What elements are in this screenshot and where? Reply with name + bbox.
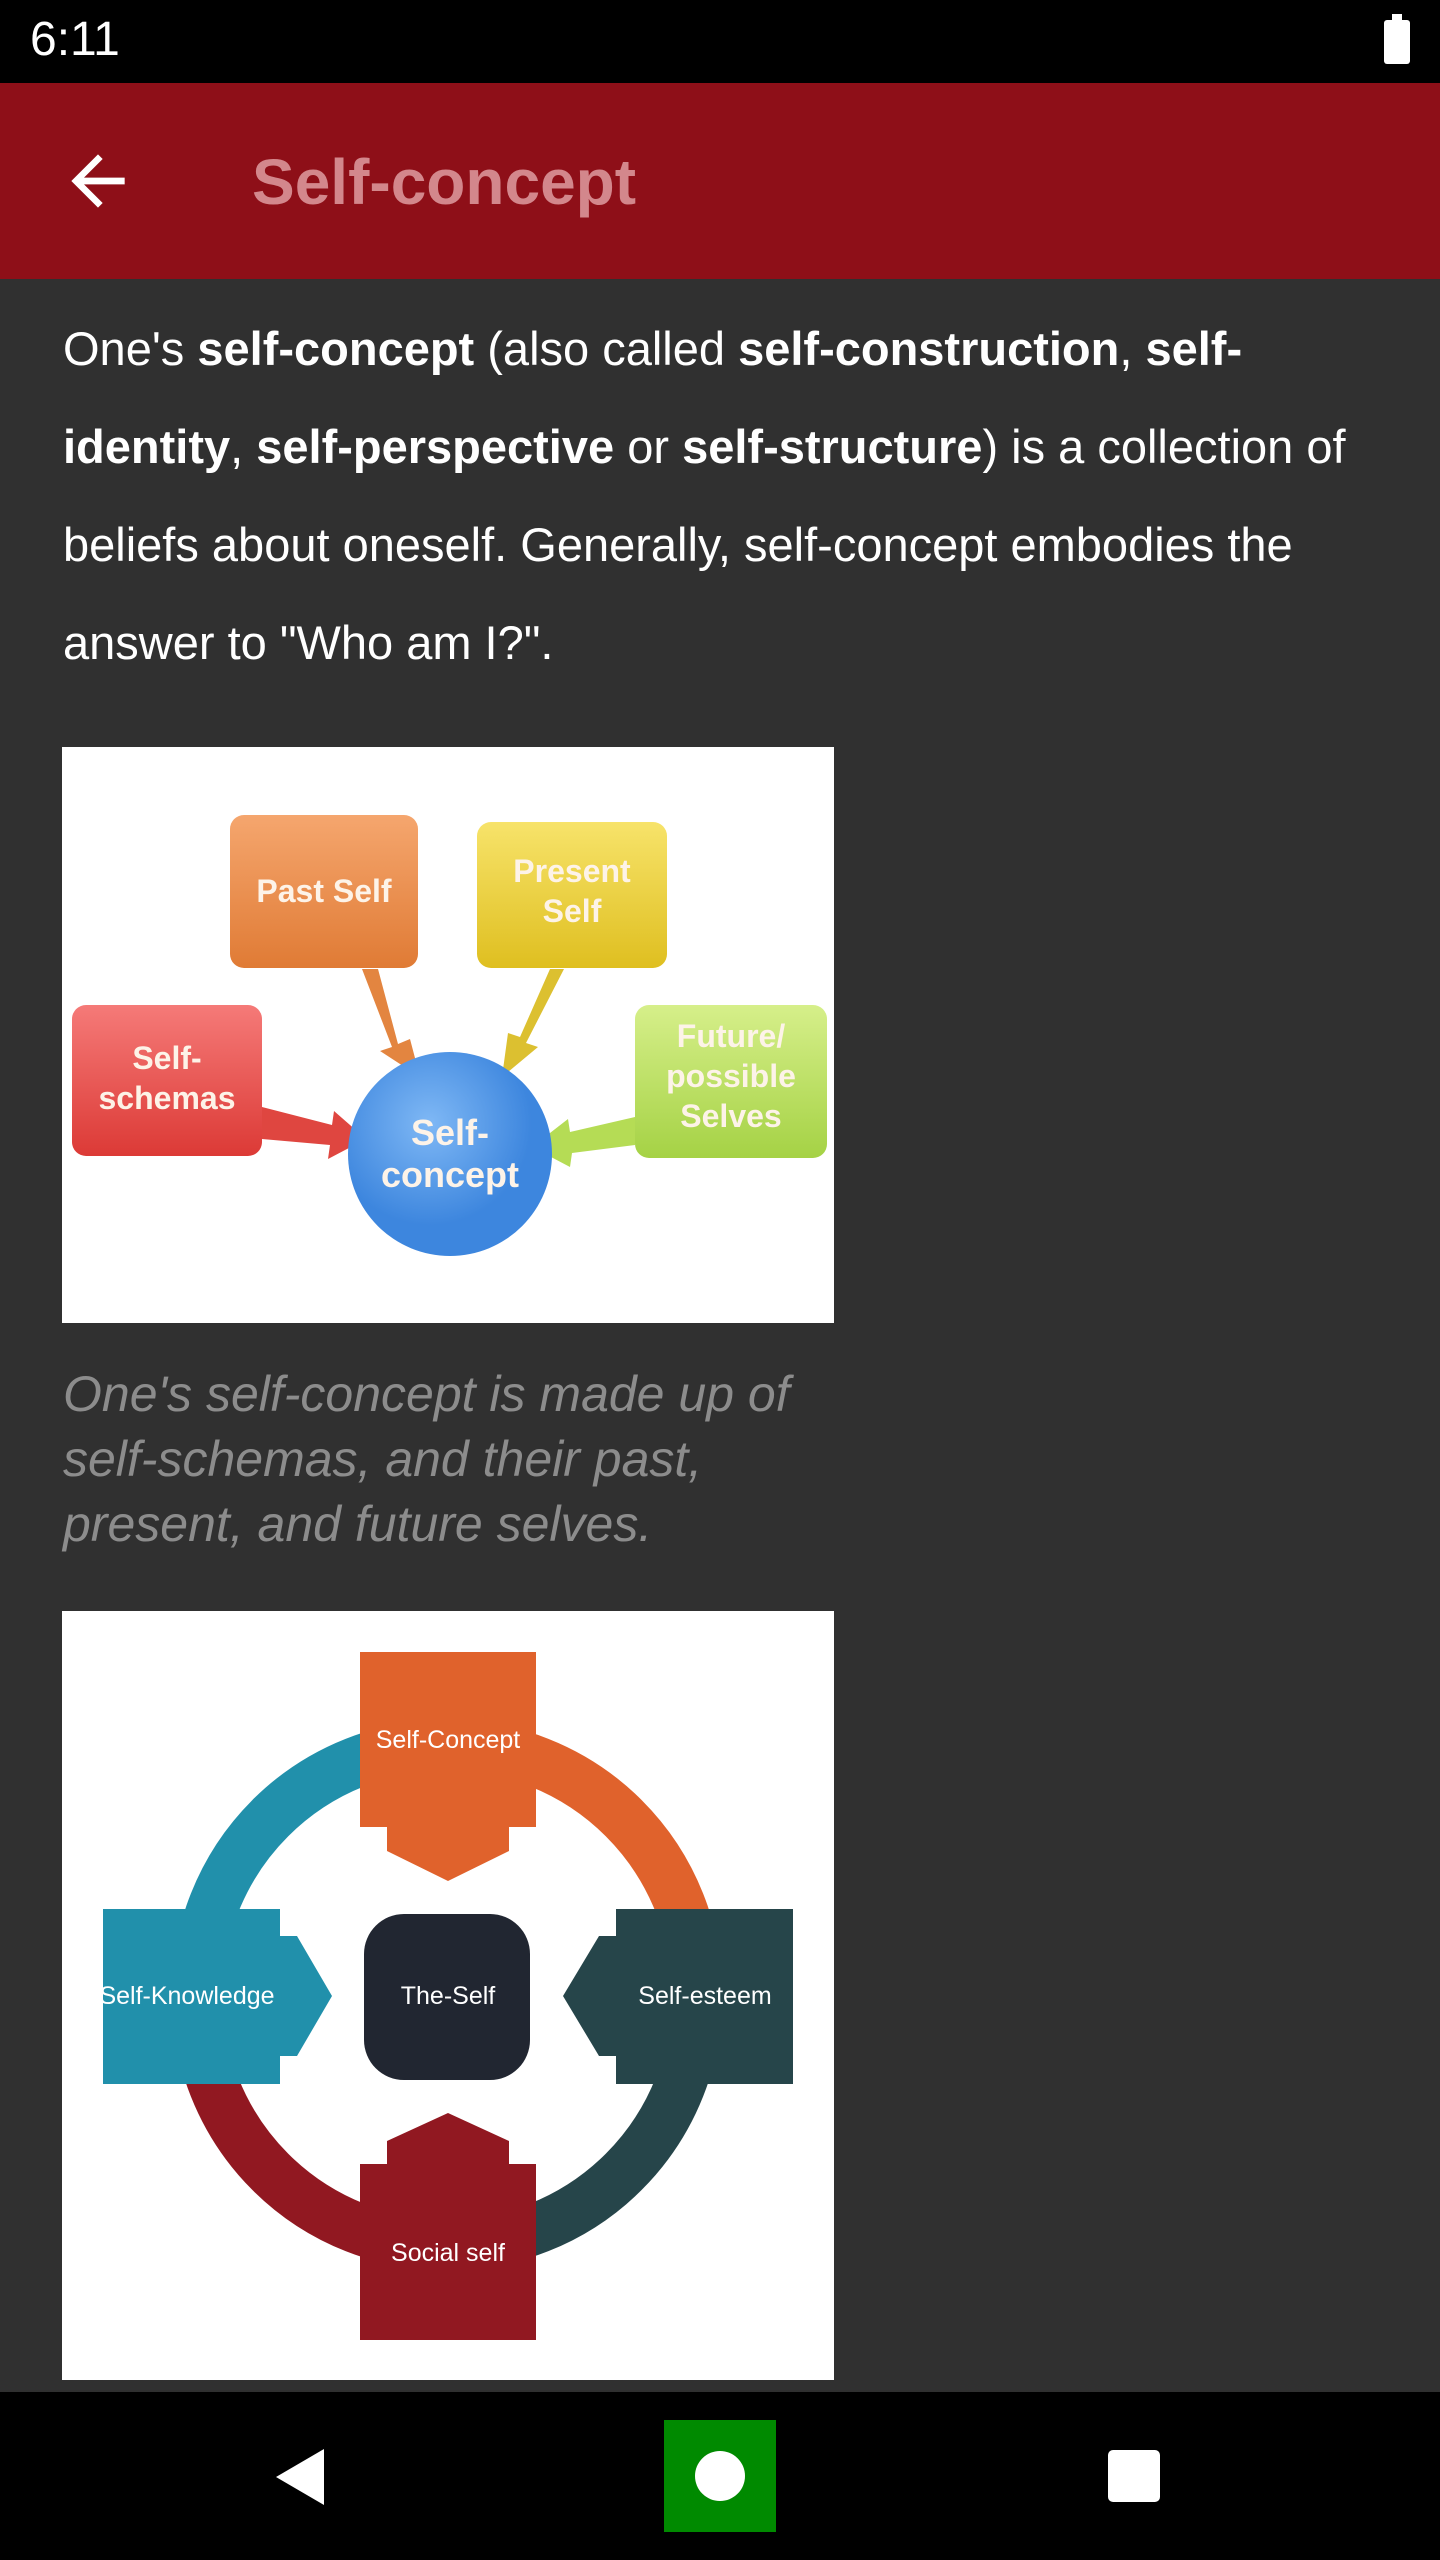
article-body: One's self-concept (also called self-con… (63, 300, 1393, 692)
self-concept-circle (348, 1052, 552, 1256)
the-self-box (364, 1914, 530, 2080)
app-bar: Self-concept (0, 83, 1440, 279)
self-concept-diagram-image: Past Self Present Self Self- schemas Fut… (62, 747, 834, 1323)
text-run: , (1119, 322, 1146, 375)
arrow-left-icon[interactable] (58, 141, 138, 221)
figure-caption: One's self-concept is made up of self-sc… (63, 1366, 790, 1552)
bold-term: self-construction (738, 322, 1120, 375)
label-self-concept: Self-Concept (376, 1726, 521, 1754)
label-schemas-2: schemas (99, 1080, 236, 1116)
bold-term: self-perspective (256, 420, 615, 473)
arrow-past (362, 969, 420, 1077)
status-bar: 6:11 (0, 0, 1440, 83)
arrow-present (502, 969, 564, 1077)
label-social-self: Social self (391, 2239, 505, 2267)
page-title: Self-concept (252, 146, 637, 218)
label-schemas-1: Self- (132, 1040, 201, 1076)
arrow-schemas (262, 1107, 366, 1159)
label-center-1: Self- (411, 1112, 489, 1153)
triangle-back-icon[interactable] (272, 2447, 328, 2507)
future-selves-box (635, 1005, 827, 1158)
text-run: ) is a collection of beliefs about onese… (63, 420, 1346, 669)
label-center-2: concept (381, 1154, 519, 1195)
bold-term: self-identity (63, 322, 1243, 473)
label-future-2: possible (666, 1058, 796, 1094)
square-recents-icon[interactable] (1108, 2450, 1160, 2502)
text-run: , (230, 420, 257, 473)
self-concept-box (360, 1652, 536, 1881)
text-run: One's (63, 322, 198, 375)
label-future-1: Future/ (677, 1018, 786, 1054)
social-self-box (360, 2113, 536, 2340)
text-run: or (614, 420, 683, 473)
self-knowledge-box (103, 1909, 332, 2084)
arrow-future (532, 1117, 635, 1167)
label-the-self: The-Self (401, 1982, 496, 2010)
battery-full-icon (1384, 14, 1410, 64)
clock: 6:11 (30, 13, 120, 66)
past-self-box (230, 815, 418, 968)
intro-paragraph: One's self-concept (also called self-con… (63, 300, 1393, 692)
label-self-knowledge: Self-Knowledge (99, 1982, 274, 2010)
navigation-bar (0, 2392, 1440, 2560)
text-run: (also called (474, 322, 739, 375)
present-self-box (477, 822, 667, 968)
self-components-diagram-image: Self-Concept Self-Knowledge Self-esteem … (62, 1611, 834, 2380)
circle-home-icon[interactable] (664, 2420, 776, 2532)
label-present-1: Present (513, 853, 631, 889)
label-present-2: Self (543, 893, 602, 929)
self-schemas-box (72, 1005, 262, 1156)
label-self-esteem: Self-esteem (638, 1982, 771, 2010)
label-past-self: Past Self (256, 873, 392, 909)
bold-term: self-structure (682, 420, 983, 473)
bold-term: self-concept (197, 322, 475, 375)
self-esteem-box (563, 1909, 793, 2084)
label-future-3: Selves (680, 1098, 781, 1134)
